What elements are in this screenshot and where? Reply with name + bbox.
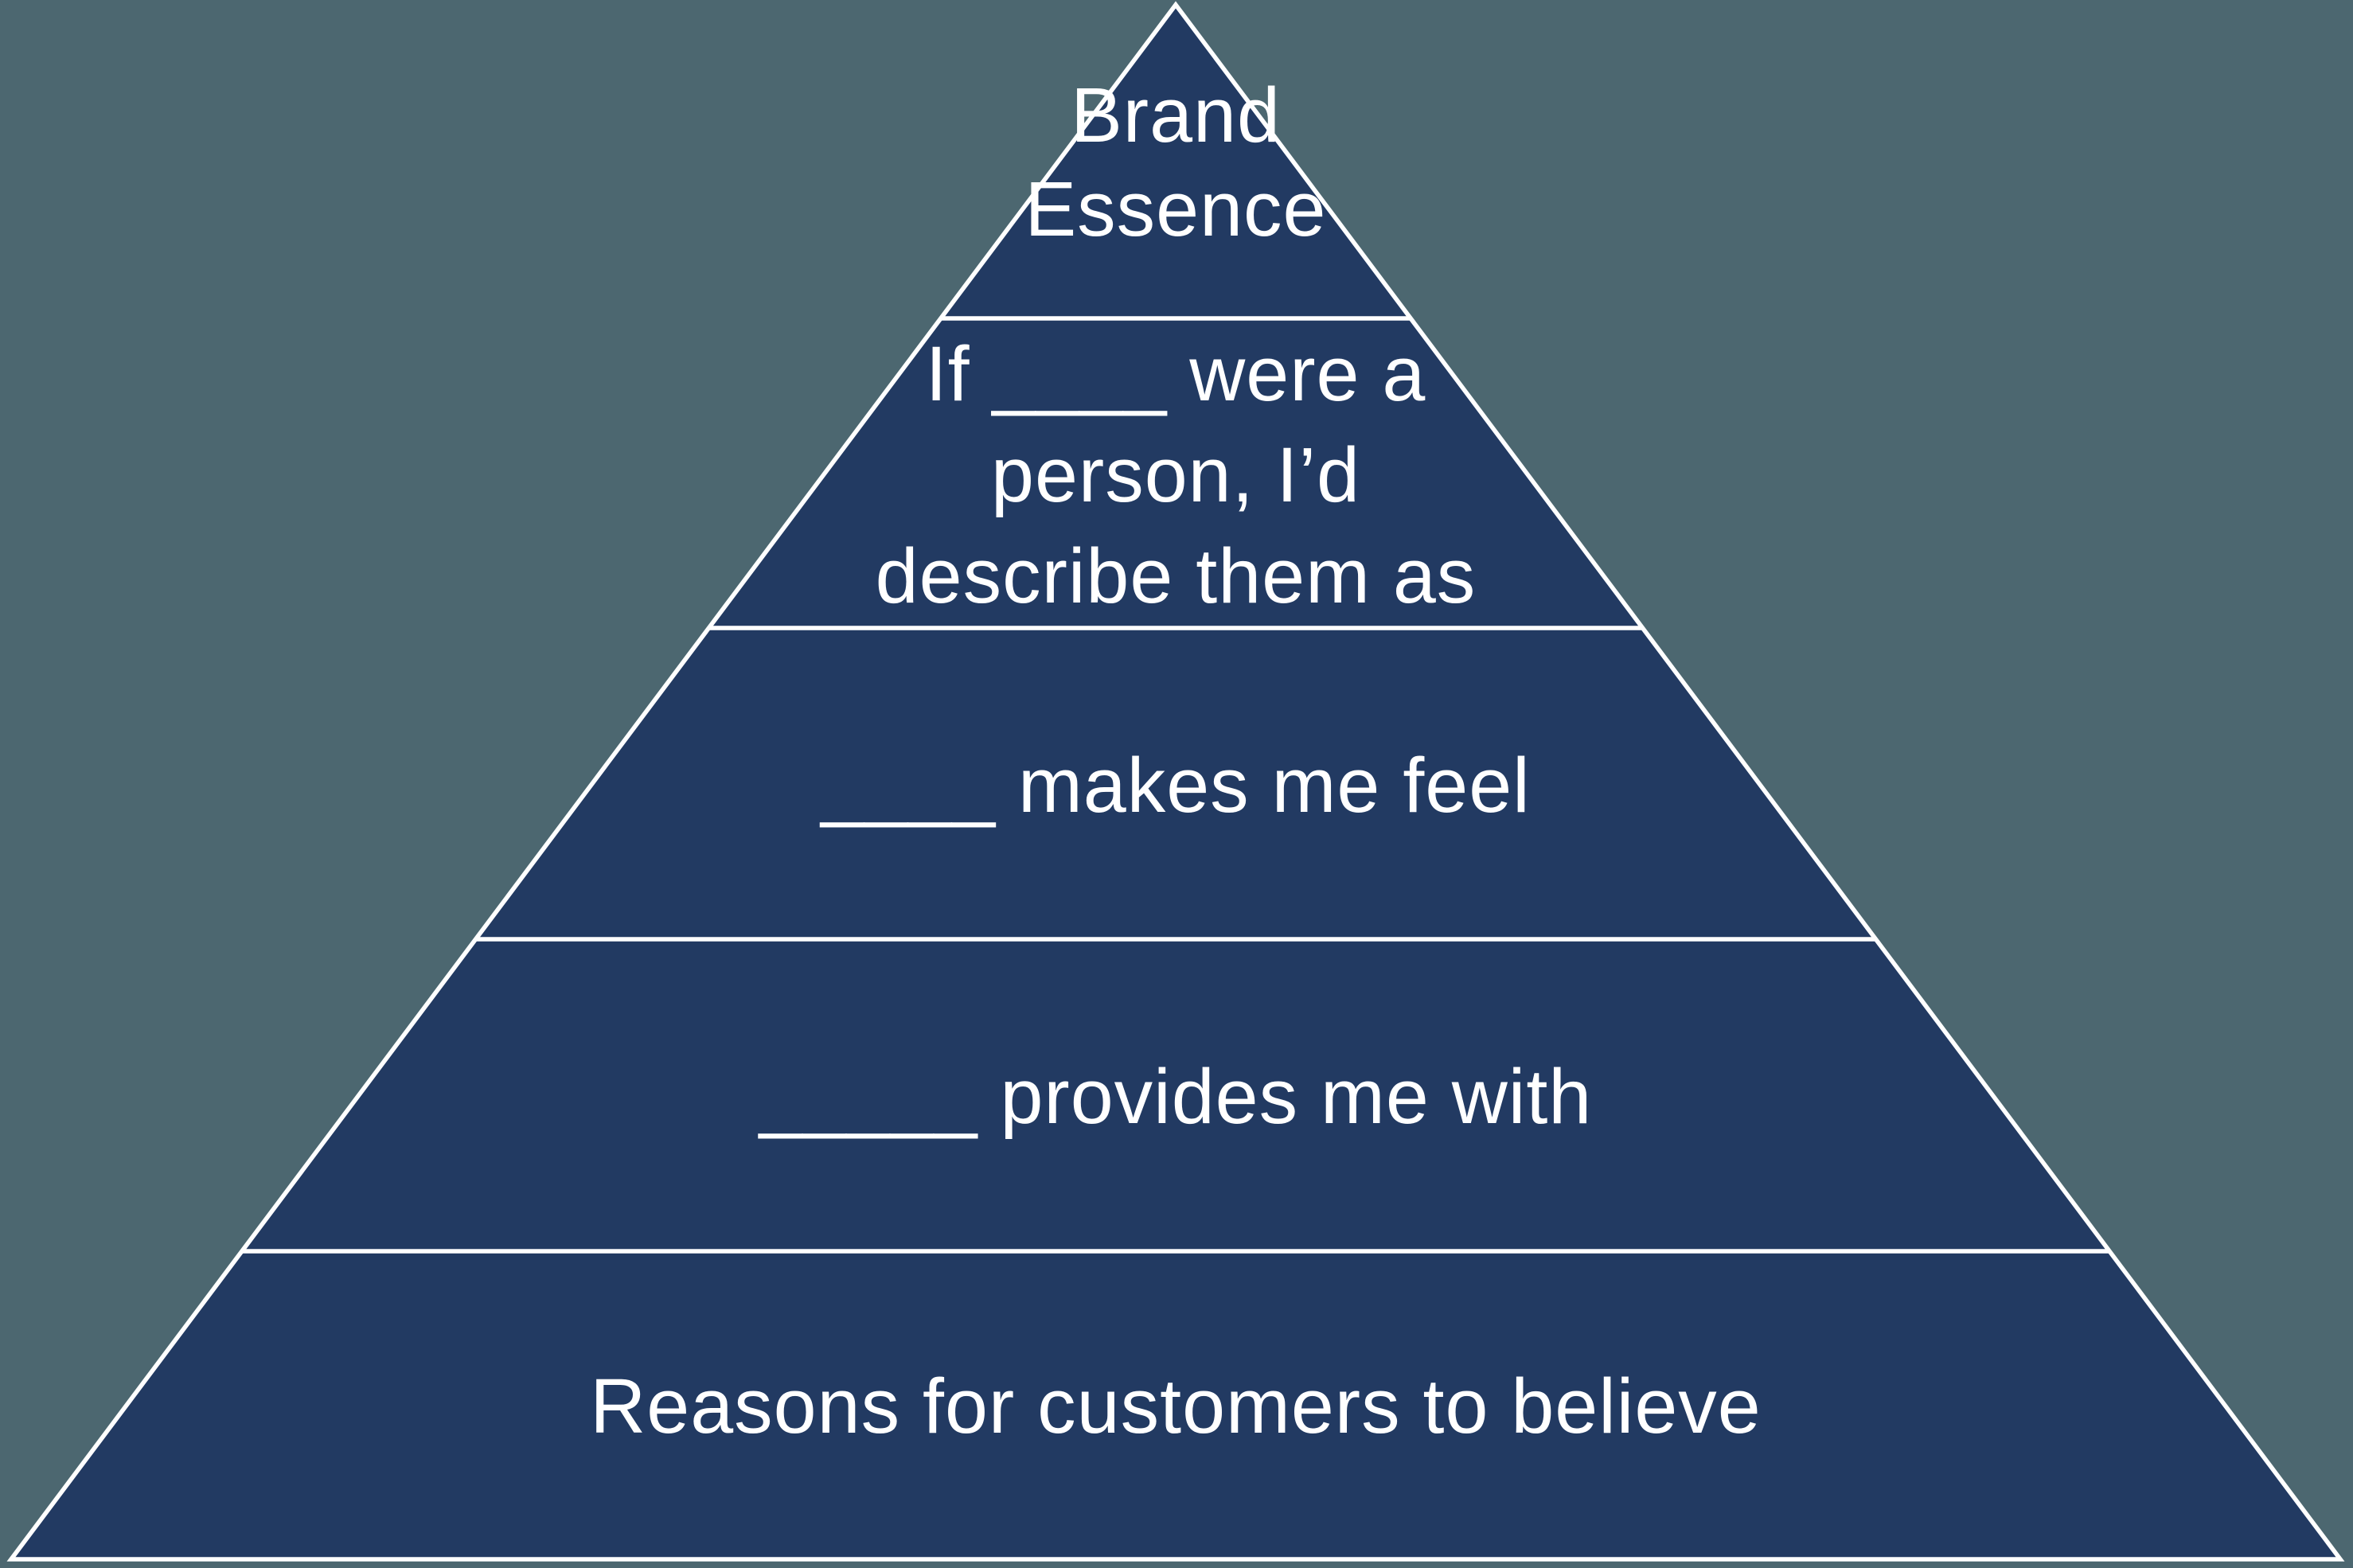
tier-reasons-to-believe-line-1: Reasons for customers to believe xyxy=(590,1363,1762,1449)
tier-brand-essence-line-1: Brand xyxy=(1071,72,1281,158)
tier-emotional-benefits-line-1: ____ makes me feel xyxy=(819,742,1530,829)
tier-brand-essence-line-2: Essence xyxy=(1024,166,1326,252)
tier-brand-personality-line-1: If ____ were a xyxy=(926,330,1426,417)
tier-functional-benefits-line-1: _____ provides me with xyxy=(758,1053,1592,1140)
tier-brand-personality-line-3: describe them as xyxy=(876,532,1477,619)
pyramid-triangle xyxy=(6,1,2345,1562)
tier-brand-personality-line-2: person, I’d xyxy=(991,431,1360,518)
